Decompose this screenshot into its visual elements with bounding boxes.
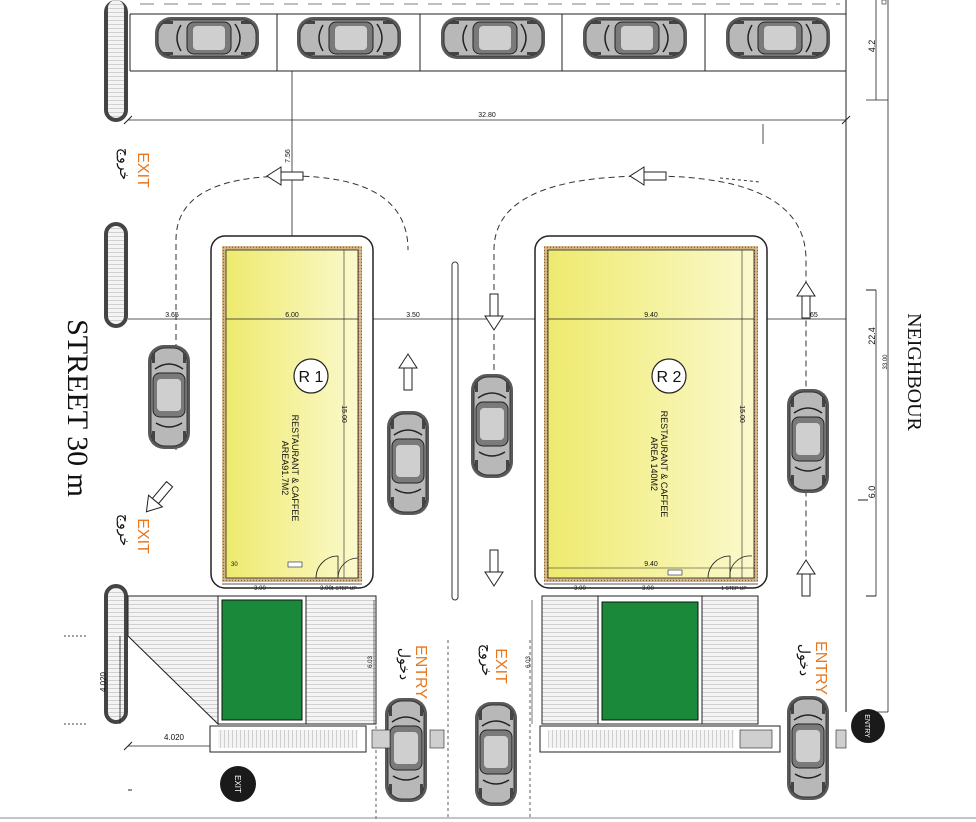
dim-front-depth: 6.03 bbox=[526, 656, 532, 668]
svg-text:9.40: 9.40 bbox=[644, 561, 658, 568]
flow-arrow bbox=[796, 559, 816, 597]
right-dimensions: 4.2 22.4 33.00 6.0 bbox=[845, 0, 889, 713]
svg-text:1 STEP UP: 1 STEP UP bbox=[331, 586, 357, 592]
aisle-divider bbox=[451, 261, 459, 601]
boundary-walls bbox=[104, 0, 128, 724]
flow-arrow bbox=[629, 166, 667, 186]
svg-text:4.020: 4.020 bbox=[99, 671, 108, 692]
svg-text:R 2: R 2 bbox=[657, 369, 682, 386]
flow-arrow bbox=[139, 477, 177, 519]
unit-r1: 6.00 15.00 R 1 RESTAURANT & CAFFEE AREA9… bbox=[210, 235, 374, 592]
svg-text:AREA91.7M2: AREA91.7M2 bbox=[280, 441, 290, 496]
flow-arrow bbox=[484, 549, 504, 587]
parked-car bbox=[725, 16, 831, 60]
svg-text:خروج: خروج bbox=[116, 148, 133, 180]
parked-car bbox=[154, 16, 260, 60]
svg-text:3.65: 3.65 bbox=[165, 312, 179, 319]
moving-car bbox=[385, 698, 427, 802]
svg-text:6.00: 6.00 bbox=[285, 312, 299, 319]
dim-top-gap: 7.56 bbox=[285, 71, 293, 240]
svg-text:4.020: 4.020 bbox=[164, 733, 185, 742]
svg-text:خروج: خروج bbox=[478, 644, 495, 676]
svg-text:EXIT: EXIT bbox=[134, 152, 151, 188]
svg-text:ENTRY: ENTRY bbox=[812, 641, 829, 695]
moving-car bbox=[787, 389, 829, 493]
svg-text:3.50: 3.50 bbox=[406, 312, 420, 319]
svg-text:32.80: 32.80 bbox=[478, 112, 496, 119]
svg-text:9.40: 9.40 bbox=[644, 312, 658, 319]
entry-sign-right: ENTRY دخول bbox=[796, 641, 829, 695]
entry-sign-left: ENTRY دخول bbox=[396, 645, 429, 699]
svg-text:1 STEP UP: 1 STEP UP bbox=[721, 586, 747, 592]
moving-car bbox=[471, 374, 513, 478]
front-area bbox=[127, 595, 847, 753]
exit-badge: EXIT bbox=[220, 766, 256, 802]
dim-top-width: 32.80 bbox=[123, 112, 851, 125]
svg-text:AREA 140M2: AREA 140M2 bbox=[649, 437, 659, 491]
neighbour-label: NEIGHBOUR bbox=[903, 313, 925, 431]
svg-text:RESTAURANT & CAFFEE: RESTAURANT & CAFFEE bbox=[290, 415, 300, 522]
svg-text:دخول: دخول bbox=[396, 648, 413, 680]
parked-car bbox=[440, 16, 546, 60]
exit-sign-street: EXIT خروج bbox=[116, 514, 151, 554]
moving-car bbox=[787, 696, 829, 800]
moving-car bbox=[387, 411, 429, 515]
svg-text:EXIT: EXIT bbox=[492, 648, 509, 684]
svg-text:ENTRY: ENTRY bbox=[863, 714, 870, 738]
exit-sign-top: EXIT خروج bbox=[116, 148, 151, 188]
svg-text:3.00: 3.00 bbox=[642, 586, 654, 592]
svg-text:15.00: 15.00 bbox=[340, 405, 347, 423]
entry-badge: ENTRY bbox=[851, 709, 885, 743]
dim-front-depth: 6.03 bbox=[368, 656, 374, 668]
svg-text:22.4: 22.4 bbox=[867, 327, 877, 345]
flow-arrow bbox=[398, 353, 418, 391]
svg-text:15.00: 15.00 bbox=[738, 405, 745, 423]
exit-sign-middle: EXIT خروج bbox=[478, 644, 509, 684]
svg-text:3.00: 3.00 bbox=[254, 586, 266, 592]
dim-bottom-left: 4.020 4.020 bbox=[64, 635, 210, 791]
moving-car bbox=[475, 702, 517, 806]
svg-text:EXIT: EXIT bbox=[233, 775, 242, 793]
svg-text:ENTRY: ENTRY bbox=[412, 645, 429, 699]
svg-text:3.00: 3.00 bbox=[320, 586, 332, 592]
svg-text:30: 30 bbox=[231, 562, 238, 568]
parked-car bbox=[296, 16, 402, 60]
top-parking-row bbox=[129, 0, 847, 120]
svg-text:4.2: 4.2 bbox=[867, 40, 877, 53]
parked-car bbox=[582, 16, 688, 60]
svg-text:R 1: R 1 bbox=[299, 369, 324, 386]
svg-text:7.56: 7.56 bbox=[285, 149, 292, 163]
unit-r2: 9.40 15.00 R 2 RESTAURANT & CAFFEE AREA … bbox=[534, 235, 768, 592]
svg-text:6.0: 6.0 bbox=[867, 486, 877, 499]
svg-text:33.00: 33.00 bbox=[883, 354, 889, 370]
flow-arrow bbox=[266, 166, 304, 186]
svg-text:RESTAURANT & CAFFEE: RESTAURANT & CAFFEE bbox=[659, 411, 669, 518]
street-label: STREET 30 m bbox=[61, 319, 94, 497]
svg-text:3.00: 3.00 bbox=[574, 586, 586, 592]
svg-text:خروج: خروج bbox=[116, 514, 133, 546]
moving-car bbox=[148, 345, 190, 449]
flow-arrow bbox=[484, 293, 504, 331]
svg-text:دخول: دخول bbox=[796, 644, 813, 676]
svg-text:3.65: 3.65 bbox=[804, 312, 818, 319]
svg-text:EXIT: EXIT bbox=[134, 518, 151, 554]
